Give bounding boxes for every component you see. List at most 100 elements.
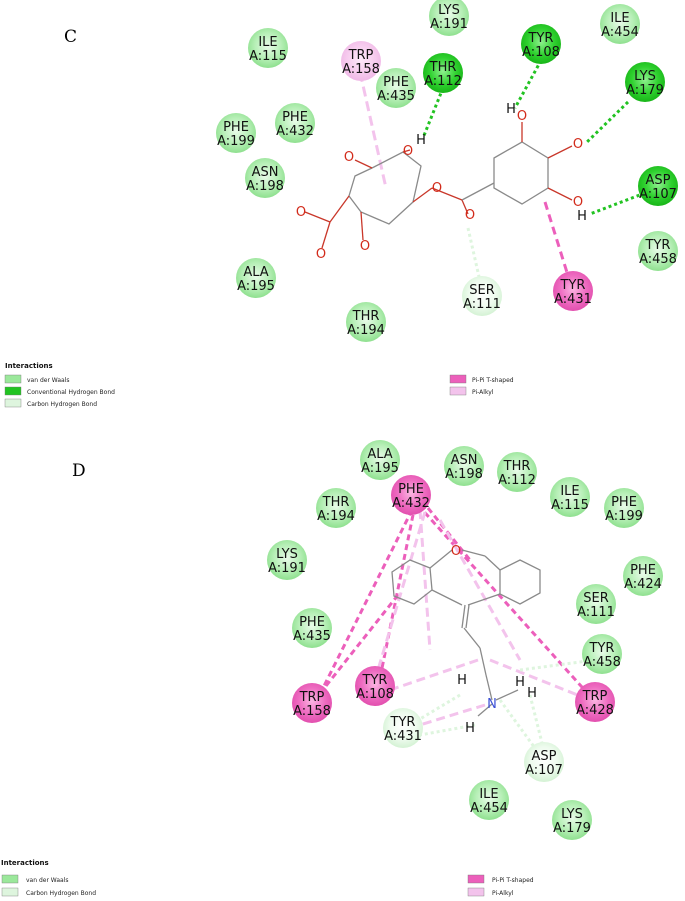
residue-id: A:107 bbox=[639, 187, 677, 202]
aryl-bond bbox=[461, 182, 495, 201]
residue-name: TRP bbox=[582, 689, 608, 704]
legend-label: Carbon Hydrogen Bond bbox=[26, 890, 96, 897]
residue-name: ILE bbox=[560, 484, 579, 499]
residue-id: A:435 bbox=[293, 629, 331, 644]
carboxyl-bond bbox=[321, 221, 331, 249]
residue-name: TRP bbox=[348, 48, 374, 63]
legend-item: Pi-Pi T-shaped bbox=[467, 874, 534, 884]
residue-id: A:454 bbox=[601, 25, 639, 40]
interaction-lines bbox=[316, 503, 596, 756]
residue-name: ALA bbox=[367, 447, 392, 462]
residue-name: ASN bbox=[252, 165, 279, 180]
chain-bond bbox=[463, 627, 481, 649]
residue-name: ASP bbox=[532, 749, 557, 764]
cyclohexane-ring bbox=[348, 151, 422, 225]
residue-name: PHE bbox=[223, 120, 249, 135]
residue-id: A:435 bbox=[377, 89, 415, 104]
residue-id: A:458 bbox=[583, 655, 621, 670]
ring-to-oxygen-bond bbox=[360, 211, 364, 241]
residue-id: A:194 bbox=[317, 509, 355, 524]
panel-c: C bbox=[4, 0, 678, 408]
residue-id: A:199 bbox=[217, 134, 255, 149]
pi-pi-tshaped-line bbox=[378, 504, 417, 679]
residue-name: TYR bbox=[589, 641, 615, 656]
residue-name: PHE bbox=[299, 615, 325, 630]
legend-item: Pi-Alkyl bbox=[467, 887, 514, 897]
residue-name: PHE bbox=[383, 75, 409, 90]
ligand-atoms: O N H H H H bbox=[451, 544, 537, 736]
carboxyl-bond bbox=[304, 211, 331, 223]
residue-id: A:112 bbox=[498, 473, 536, 488]
legend-item: van der Waals bbox=[1, 874, 69, 884]
residue-id: A:195 bbox=[361, 461, 399, 476]
residue-name: PHE bbox=[282, 110, 308, 125]
legend-swatch bbox=[467, 874, 485, 884]
legend-item: Conventional Hydrogen Bond bbox=[4, 386, 115, 396]
carbon-hbond-line bbox=[466, 227, 484, 291]
residue-id: A:191 bbox=[268, 561, 306, 576]
legend-swatch bbox=[467, 887, 485, 897]
legend-label: Pi-Pi T-shaped bbox=[492, 877, 534, 884]
residue-name: ILE bbox=[610, 11, 629, 26]
hbond-line bbox=[513, 54, 546, 109]
hydrogen-atom: H bbox=[416, 133, 426, 148]
pi-pi-tshaped-line bbox=[318, 509, 414, 695]
residue-name: PHE bbox=[611, 495, 637, 510]
residue-name: THR bbox=[503, 459, 531, 474]
hydrogen-atom: H bbox=[577, 209, 587, 224]
legend: Interactions van der Waals Conventional … bbox=[4, 362, 514, 408]
residue-name: ASP bbox=[646, 173, 671, 188]
residue-id: A:179 bbox=[626, 83, 664, 98]
residue-id: A:432 bbox=[276, 124, 314, 139]
legend-item: Pi-Pi T-shaped bbox=[449, 374, 514, 384]
oxygen-atom: O bbox=[465, 208, 475, 223]
residue-id: A:424 bbox=[624, 577, 662, 592]
carbon-hbond-line bbox=[519, 658, 596, 672]
pi-alkyl-line bbox=[418, 509, 432, 651]
ring-bond bbox=[484, 555, 501, 571]
residue-name: TYR bbox=[528, 31, 554, 46]
residue-id: A:458 bbox=[639, 252, 677, 267]
residue-name: TYR bbox=[560, 278, 586, 293]
hydroxyl-bond bbox=[547, 187, 573, 201]
legend-label: Pi-Pi T-shaped bbox=[472, 377, 514, 384]
pi-alkyl-line bbox=[389, 658, 479, 692]
residue-name: ALA bbox=[243, 265, 268, 280]
carbonyl-bond bbox=[461, 199, 469, 215]
nitrogen-atom: N bbox=[487, 697, 497, 712]
residue-name: THR bbox=[322, 495, 350, 510]
ester-bond bbox=[431, 187, 463, 201]
oxygen-atom: O bbox=[573, 137, 583, 152]
hbond-line bbox=[421, 87, 445, 139]
legend-item: van der Waals bbox=[4, 374, 70, 384]
amine-bond bbox=[477, 703, 493, 717]
legend: Interactions van der Waals Carbon Hydrog… bbox=[1, 859, 534, 897]
residue-id: A:195 bbox=[237, 279, 275, 294]
residue-id: A:428 bbox=[576, 703, 614, 718]
pi-alkyl-line bbox=[438, 519, 522, 661]
ester-bond bbox=[412, 187, 433, 203]
